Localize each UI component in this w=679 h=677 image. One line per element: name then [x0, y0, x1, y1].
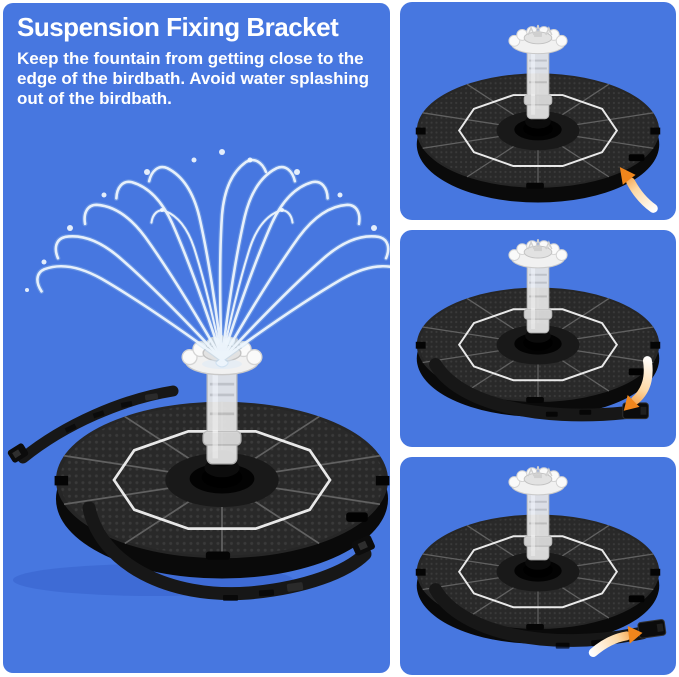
page-title: Suspension Fixing Bracket [17, 12, 339, 42]
description-text: Keep the fountain from getting close to … [17, 48, 369, 108]
curved-arrow-up-left-icon [619, 167, 658, 213]
fountain-spray-illustration [7, 149, 390, 601]
step-1-illustration [414, 24, 662, 213]
steps-column [400, 2, 676, 676]
bracket-arm-bottom-icon [82, 501, 375, 601]
step-panel-2 [400, 229, 676, 448]
step-3-illustration [414, 465, 667, 658]
step-panel-3 [400, 457, 676, 676]
solar-fountain-icon [414, 465, 662, 646]
curved-arrow-right-icon [588, 626, 643, 658]
info-panel: Suspension Fixing Bracket Keep the fount… [3, 3, 390, 673]
water-spray-icon [25, 149, 390, 399]
step-panel-1 [400, 2, 676, 220]
step-2-illustration [414, 237, 662, 422]
bracket-arm-left-icon [7, 385, 179, 464]
curved-arrow-down-left-icon [623, 355, 653, 411]
